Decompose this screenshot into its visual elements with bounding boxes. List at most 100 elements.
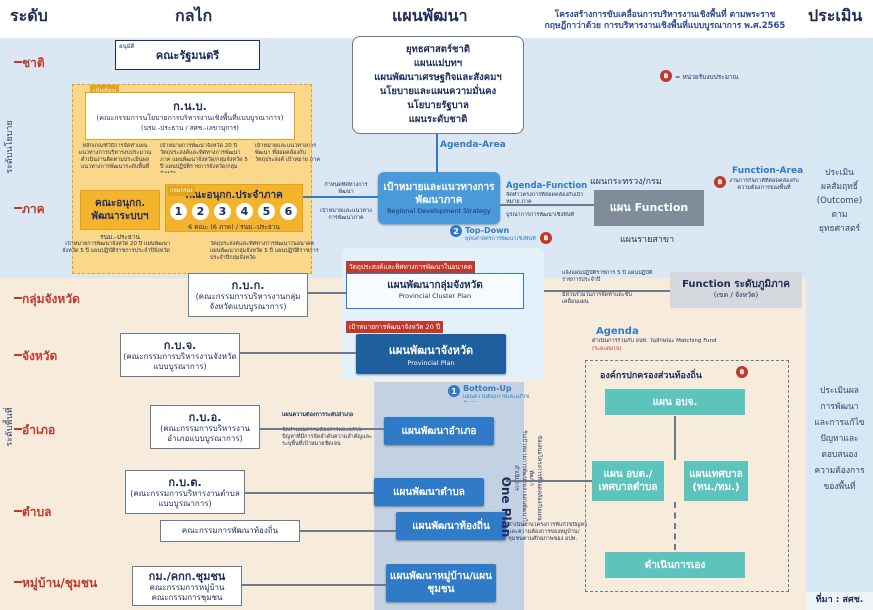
function-plan-box: แผน Function bbox=[594, 190, 704, 226]
eval-outcome-1: ผลสัมฤทธิ์ bbox=[821, 182, 858, 192]
kbt-title: ก.บ.ต. bbox=[168, 475, 202, 489]
agenda-note-2: (ระยะต่อไป) bbox=[592, 346, 622, 352]
arrow-localplan-to-lao bbox=[506, 480, 592, 482]
agenda-function-label: Agenda-Function bbox=[506, 181, 588, 191]
vertical-note-1: รับเป้าหมายการพัฒนาและแผนพัฒนาไปดำเนินกา… bbox=[513, 430, 527, 526]
ministry-label: แผนกระทรวง/กรม bbox=[590, 177, 662, 187]
below-sub-right: วัตถุประสงค์และทิศทางการพัฒนาในอนาคต แผน… bbox=[210, 241, 319, 261]
approve-label: อนุมัติ bbox=[119, 43, 135, 50]
arrow-village-to-villageplan bbox=[242, 584, 386, 586]
fr-note-1: แจ้งแผนปฏิบัติราชการ 5 ปี แผนปฏิบัติราชก… bbox=[562, 270, 653, 283]
level-marker-6 bbox=[14, 581, 22, 583]
arrow-local-to-localplan bbox=[300, 530, 396, 532]
region-5: 5 bbox=[258, 203, 275, 220]
fr-note-2: มีส่วนร่วมในการจัดทำและขับเคลื่อนแผน bbox=[562, 292, 632, 305]
arrow-sub2-to-strategy bbox=[303, 196, 378, 198]
level-marker-4 bbox=[14, 428, 22, 430]
local-comm-box: คณะกรรมการพัฒนาท้องถิ่น bbox=[160, 520, 300, 542]
level-marker-3 bbox=[14, 354, 22, 356]
sub2-box: กลุ่มกรอง คณะอนุกก.ประจำภาค bbox=[165, 184, 303, 232]
agenda-area-label: Agenda-Area bbox=[440, 140, 506, 150]
top-down-label: Top-Down bbox=[465, 226, 510, 235]
district-plan-box: แผนพัฒนาอำเภอ bbox=[384, 417, 494, 445]
function-plan-label: แผน Function bbox=[609, 201, 689, 214]
level-district: อำเภอ bbox=[22, 423, 56, 437]
lao-tao-label: แผน อบต./เทศบาลตำบล bbox=[598, 469, 658, 493]
below-sub-left: เป้าหมายการพัฒนาจังหวัด 20 ปี แผนพัฒนาจั… bbox=[62, 241, 170, 254]
level-region: ภาค bbox=[22, 202, 45, 216]
kbj-subtitle: (คณะกรรมการบริหารงานจังหวัดแบบบูรณาการ) bbox=[123, 351, 237, 371]
kbk-subtitle: (คณะกรรมการบริหารงานกลุ่มจังหวัดแบบบูรณา… bbox=[195, 291, 301, 311]
tambon-plan-box: แผนพัฒนาตำบล bbox=[374, 478, 484, 506]
budget-icon-cluster: ฿ bbox=[540, 232, 552, 244]
local-plan-label: แผนพัฒนาท้องถิ่น bbox=[412, 520, 490, 532]
kbt-box: ก.บ.ต. (คณะกรรมการบริหารงานตำบลแบบบูรณาก… bbox=[125, 470, 245, 514]
sub1-chair: รนม.-ประธาน bbox=[100, 233, 140, 241]
set-direction-note: กำหนดทิศทางการพัฒนา bbox=[324, 182, 368, 195]
local-plan-box: แผนพัฒนาท้องถิ่น bbox=[396, 512, 506, 540]
sub2-title: คณะอนุกก.ประจำภาค bbox=[185, 190, 283, 201]
eval-outcome-4: ยุทธศาสตร์ bbox=[818, 224, 861, 234]
region-4: 4 bbox=[236, 203, 253, 220]
step-2-icon: 2 bbox=[450, 225, 462, 237]
eval-area-2: และการแก้ไข bbox=[814, 418, 865, 428]
kba-title: ก.บ.อ. bbox=[188, 410, 222, 424]
eval-outcome-0: ประเมิน bbox=[825, 168, 854, 178]
lao-label: องค์กรปกครองส่วนท้องถิ่น bbox=[600, 371, 702, 381]
function-region-box: Function ระดับภูมิภาค (เขต / จังหวัด) bbox=[670, 272, 802, 308]
arrow-national-down bbox=[436, 134, 438, 172]
function-area-label: Function-Area bbox=[732, 166, 804, 176]
header-structure: โครงสร้างการขับเคลื่อนการบริหารงานเชิงพื… bbox=[544, 10, 786, 31]
national-plan-1: แผนแม่บทฯ bbox=[413, 58, 463, 69]
region-1: 1 bbox=[170, 203, 187, 220]
eval-column bbox=[806, 38, 873, 610]
header-evaluation: ประเมิน bbox=[808, 6, 863, 25]
national-plan-3: นโยบายและแผนความมั่นคง bbox=[379, 86, 497, 97]
kbk-box: ก.บ.ก. (คณะกรรมการบริหารงานกลุ่มจังหวัดแ… bbox=[188, 273, 308, 317]
cabinet-label: คณะรัฐมนตรี bbox=[155, 48, 220, 62]
budget-icon-lao: ฿ bbox=[736, 366, 748, 378]
region-6: 6 bbox=[280, 203, 297, 220]
level-village: หมู่บ้าน/ชุมชน bbox=[22, 576, 98, 590]
regional-strategy-en: Regional Development Strategy bbox=[387, 207, 491, 215]
level-tambon: ตำบล bbox=[22, 505, 52, 519]
step-1-icon: 1 bbox=[448, 385, 460, 397]
lao-muni-box: แผนเทศบาล (ทน./ทม.) bbox=[684, 461, 748, 501]
eval-outcome-3: ตาม bbox=[831, 210, 848, 220]
prov-plan-en: Provincial Plan bbox=[407, 359, 455, 367]
kbk-title: ก.บ.ก. bbox=[231, 278, 265, 292]
target-direction-note: เป้าหมายและแนวทางการพัฒนาภาค bbox=[320, 208, 372, 221]
exec-note: ดำเนินงานโครงการที่แก้ไขปัญหาและความต้อง… bbox=[508, 522, 588, 542]
arrow-fr-to-cluster bbox=[544, 290, 670, 292]
level-marker-5 bbox=[14, 510, 22, 512]
function-area-note: งานการกิจภาคีที่สอดคล้องกับความต้องการขอ… bbox=[729, 178, 799, 191]
arrow-kbt-to-tambon bbox=[245, 492, 374, 494]
integrate-note: บูรณาการการพัฒนาเชิงพื้นที่ bbox=[506, 212, 575, 218]
agenda-function-note: จัดทำโครงการที่สอดคล้องกับเป้าหมาย ภาค bbox=[506, 192, 584, 205]
lao-arrow-up bbox=[674, 416, 676, 460]
village-box: กม./คกก.ชุมชน คณะกรรมการหมู่บ้าน คณะกรรม… bbox=[132, 566, 242, 606]
header-level: ระดับ bbox=[10, 6, 48, 25]
cluster-plan-box: แผนพัฒนากลุ่มจังหวัด Provincial Cluster … bbox=[346, 273, 524, 309]
regional-strategy-title: เป้าหมายและแนวทางการพัฒนาภาค bbox=[383, 182, 495, 206]
level-marker-2 bbox=[14, 297, 22, 299]
level-cluster: กลุ่มจังหวัด bbox=[22, 292, 80, 306]
prov-plan-box: แผนพัฒนาจังหวัด Provincial Plan bbox=[356, 334, 506, 374]
level-marker-0 bbox=[14, 61, 22, 63]
cluster-plan-en: Provincial Cluster Plan bbox=[398, 292, 472, 300]
knb-subtitle: (คณะกรรมการนโยบายการบริหารงานเชิงพื้นที่… bbox=[96, 113, 284, 122]
district-need-label: แผนความต้องการระดับอำเภอ bbox=[282, 412, 354, 418]
kbj-title: ก.บ.จ. bbox=[163, 338, 197, 352]
top-down-note: ยุทธศาสตร์การพัฒนาเชิงพื้นที่ bbox=[465, 236, 536, 242]
kbj-box: ก.บ.จ. (คณะกรรมการบริหารงานจังหวัดแบบบูร… bbox=[120, 333, 240, 377]
function-region-label: Function ระดับภูมิภาค bbox=[682, 279, 790, 290]
vertical-note-2: ข้อเสนอโครงการที่สอดคล้องกับแผนพัฒนา bbox=[528, 435, 542, 521]
eval-area-6: ของพื้นที่ bbox=[823, 482, 856, 492]
header-mechanism: กลไก bbox=[175, 6, 213, 25]
bottom-up-label: Bottom-Up bbox=[463, 384, 512, 393]
lao-frame bbox=[585, 360, 789, 592]
village-sub2: คณะกรรมการชุมชน bbox=[151, 592, 223, 602]
policy-side-label: ระดับนโยบาย bbox=[5, 120, 15, 174]
lao-pao-box: แผน อบจ. bbox=[605, 389, 745, 415]
sub1-title: คณะอนุกก. พัฒนาระบบฯ bbox=[91, 198, 149, 222]
